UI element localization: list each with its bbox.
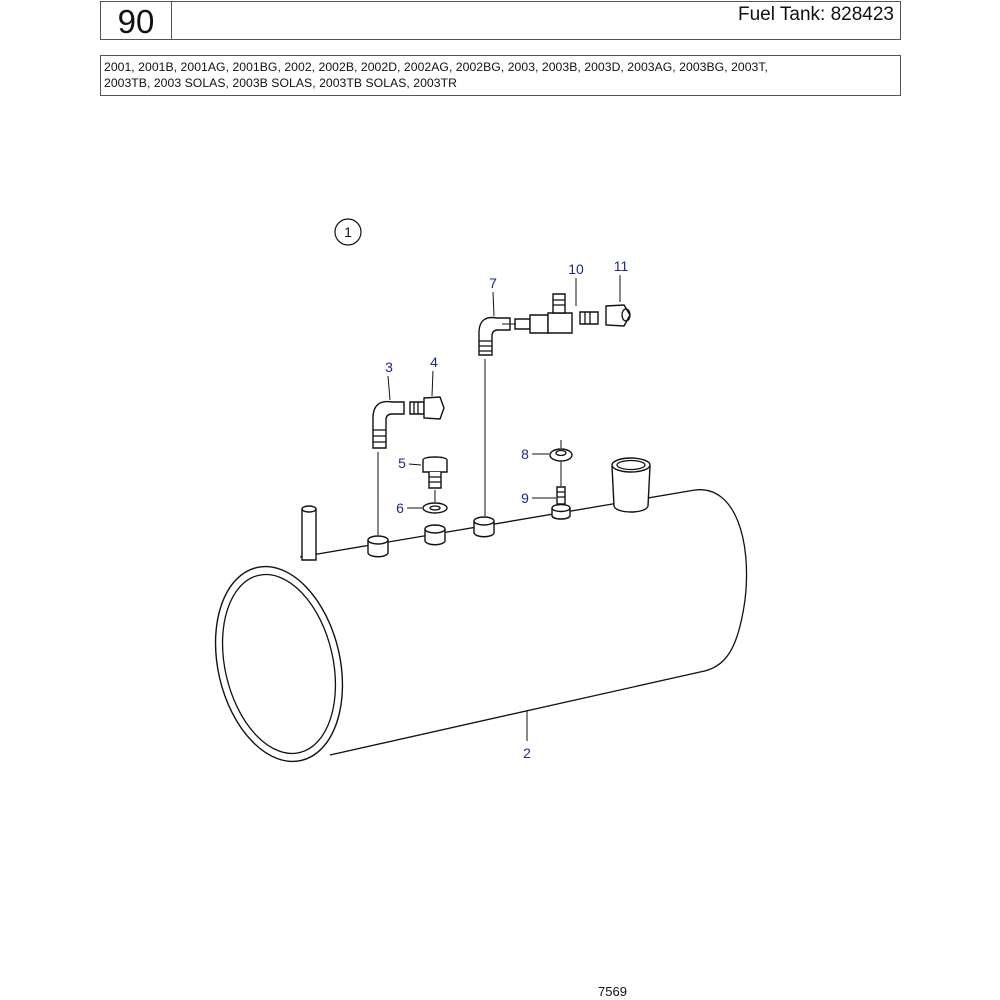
callout-4: 4 <box>430 354 438 370</box>
page-title: Fuel Tank: 828423 <box>738 4 894 25</box>
callout-7: 7 <box>489 275 497 291</box>
part-11-nut <box>605 304 631 327</box>
leader-lines <box>377 275 621 741</box>
callout-9: 9 <box>521 490 529 506</box>
part-10-tee <box>514 293 599 334</box>
tank-boss-far <box>551 503 571 520</box>
models-box: 2001, 2001B, 2001AG, 2001BG, 2002, 2002B… <box>100 55 901 96</box>
figure-number: 7569 <box>598 984 627 999</box>
callout-11: 11 <box>614 258 629 274</box>
tank-boss-right <box>473 516 495 538</box>
callout-6: 6 <box>396 500 404 516</box>
callout-8: 8 <box>521 446 529 462</box>
fuel-tank-body <box>214 489 748 763</box>
svg-text:1: 1 <box>344 224 352 240</box>
part-5-bolt <box>422 456 448 489</box>
callout-5: 5 <box>398 455 406 471</box>
tank-boss-left <box>367 535 389 558</box>
part-7-elbow <box>478 316 511 356</box>
section-number: 90 <box>117 3 155 40</box>
vent-tube <box>301 505 317 561</box>
filler-neck <box>611 457 651 513</box>
section-number-box: 90 <box>100 1 172 40</box>
callout-2: 2 <box>523 745 531 761</box>
part-8-nut <box>549 448 573 462</box>
callout-1: 1 <box>334 218 362 246</box>
callout-10: 10 <box>568 261 584 277</box>
title-box: Fuel Tank: 828423 <box>171 1 901 40</box>
part-9-bolt <box>556 486 566 505</box>
callout-3: 3 <box>385 359 393 375</box>
models-line-1: 2001, 2001B, 2001AG, 2001BG, 2002, 2002B… <box>104 60 768 74</box>
part-4-nut <box>409 396 445 420</box>
part-6-washer <box>422 502 448 514</box>
models-list: 2001, 2001B, 2001AG, 2001BG, 2002, 2002B… <box>104 60 896 91</box>
models-line-2: 2003TB, 2003 SOLAS, 2003B SOLAS, 2003TB … <box>104 75 457 90</box>
tank-boss-mid <box>424 524 446 546</box>
part-3-elbow <box>372 400 405 449</box>
